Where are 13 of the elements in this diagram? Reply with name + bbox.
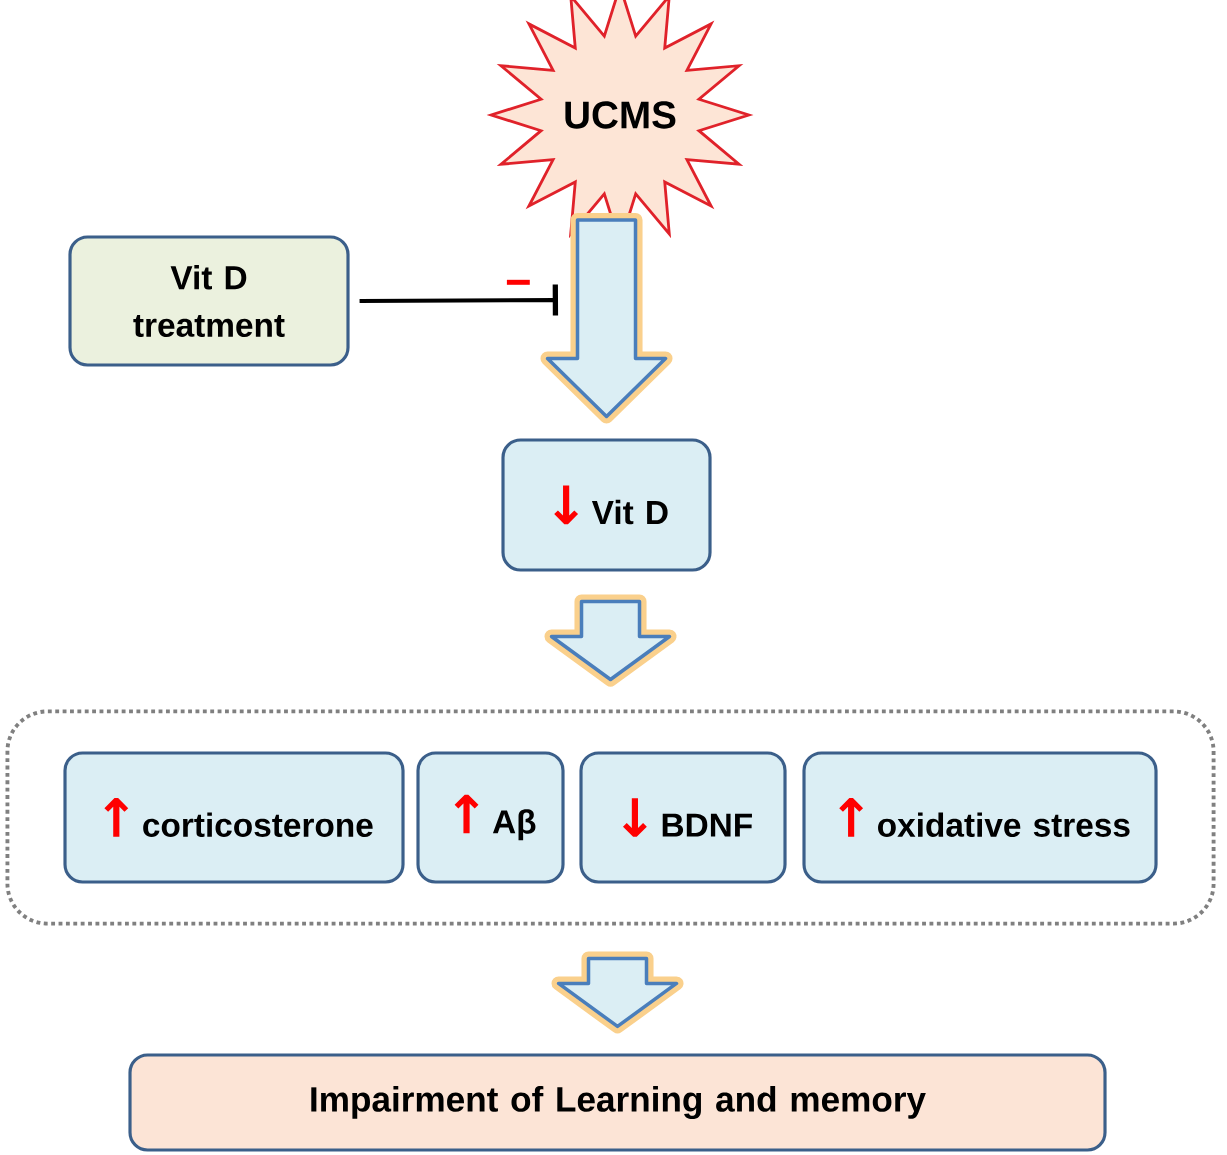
dotted-group-box: [5, 709, 1216, 926]
process-box: ↑ corticosterone: [63, 751, 405, 884]
block-arrow: [551, 951, 684, 1034]
block-arrow: [540, 212, 673, 424]
outcome-box: Impairment of Learning and memory: [128, 1053, 1107, 1152]
process-box: ↓ Vit D: [501, 438, 712, 572]
edge-label: −: [506, 279, 530, 285]
process-box: ↓ BDNF: [579, 751, 787, 884]
process-box: ↑ oxidative stress: [802, 751, 1158, 884]
block-arrow: [544, 594, 677, 687]
process-box: Vit D treatment: [68, 235, 350, 367]
process-box: ↑ Aβ: [416, 751, 565, 884]
inhibition-line: [359, 284, 559, 316]
